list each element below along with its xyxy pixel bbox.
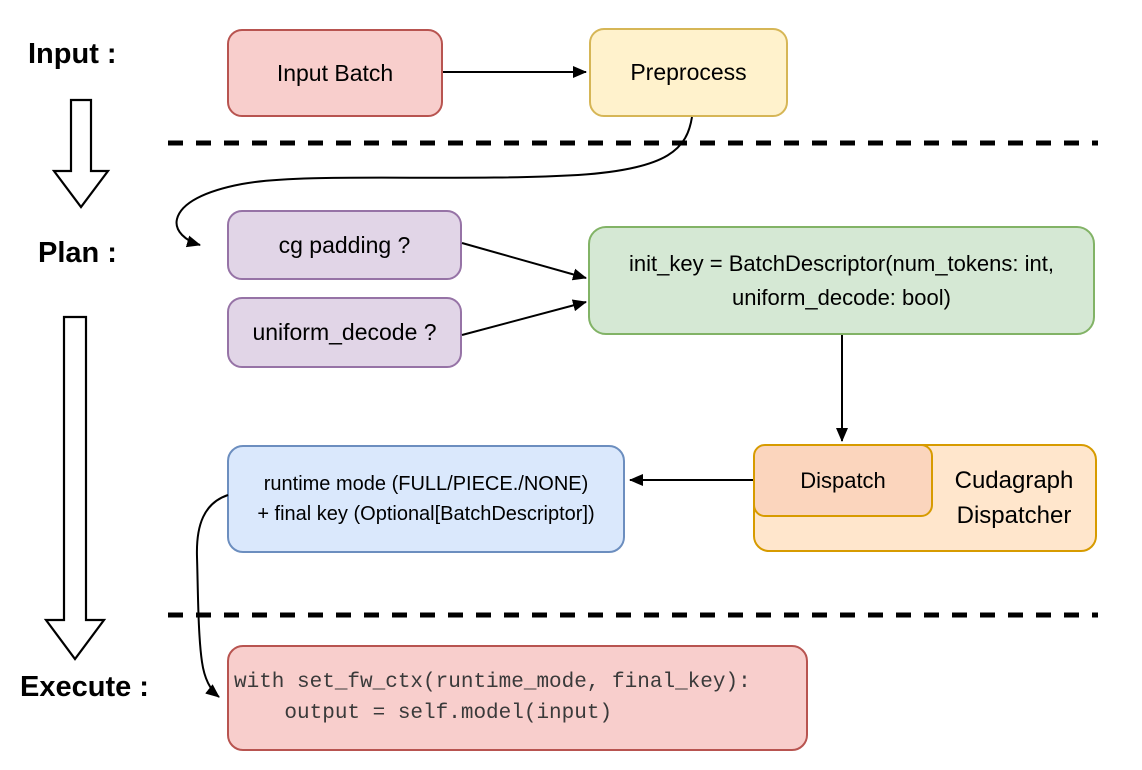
arrow-runtimemode-to-executecode [195,494,229,698]
runtime-mode-node: runtime mode (FULL/PIECE./NONE) + final … [227,445,625,553]
cudagraph-dispatcher-line1: Cudagraph [954,467,1074,494]
runtime-mode-line1: runtime mode (FULL/PIECE./NONE) [263,473,589,495]
cg-padding-node: cg padding ? [227,210,462,280]
dispatch-label: Dispatch [800,467,886,493]
execute-section-label: Execute : [20,671,149,703]
preprocess-label: Preprocess [630,59,747,85]
plan-to-execute-arrow-icon [43,315,107,661]
input-batch-label: Input Batch [276,59,394,86]
cudagraph-dispatcher-line2: Dispatcher [956,502,1072,529]
init-key-line1: init_key = BatchDescriptor(num_tokens: i… [629,250,1054,276]
runtime-mode-line2: + final key (Optional[BatchDescriptor]) [257,503,595,525]
input-section-label: Input : [28,38,117,70]
uniform-decode-node: uniform_decode ? [227,297,462,368]
uniform-decode-label: uniform_decode ? [252,319,437,345]
execute-code-line1: with set_fw_ctx(runtime_mode, final_key)… [234,671,751,694]
arrow-uniformdecode-to-initkey [461,299,587,336]
preprocess-node: Preprocess [589,28,788,117]
cudagraph-dispatcher-label: Cudagraph Dispatcher [933,463,1095,533]
plan-section-label: Plan : [38,237,117,269]
execute-code-node: with set_fw_ctx(runtime_mode, final_key)… [227,645,808,751]
init-key-node: init_key = BatchDescriptor(num_tokens: i… [588,226,1095,335]
init-key-line2: uniform_decode: bool) [732,284,951,310]
arrow-cgpadding-to-initkey [461,242,587,281]
execute-code-line2: output = self.model(input) [234,702,613,725]
input-batch-node: Input Batch [227,29,443,117]
cg-padding-label: cg padding ? [278,231,411,258]
dispatch-node: Dispatch [753,444,933,517]
input-to-plan-arrow-icon [51,98,111,209]
